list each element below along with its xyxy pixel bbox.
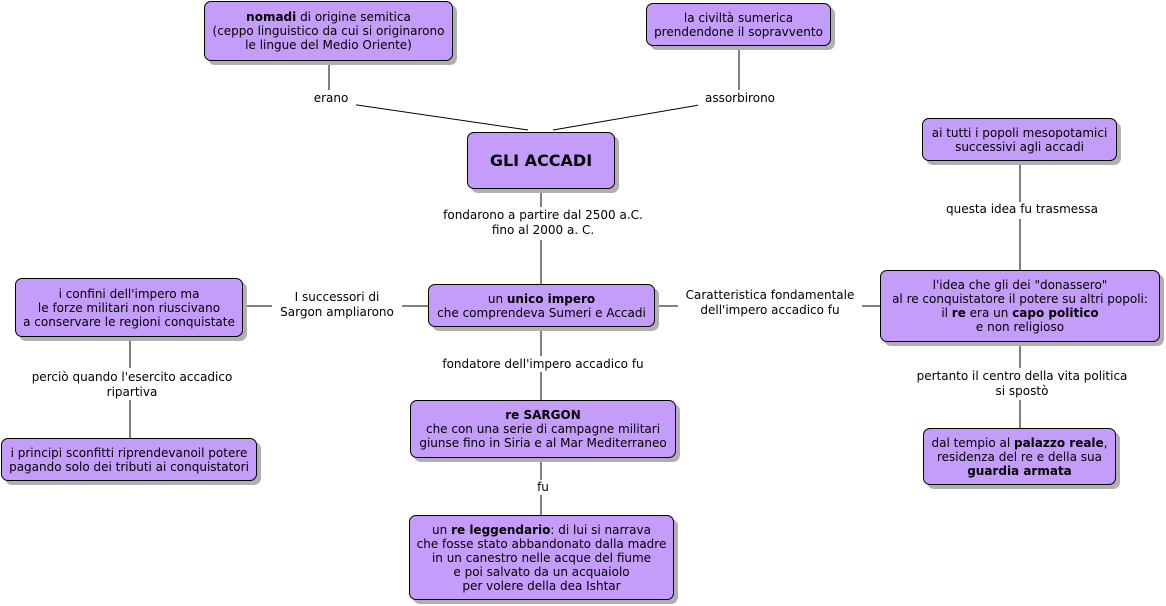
link-label-successori: I successori di Sargon ampliarono [272,290,402,320]
node-popoli[interactable]: ai tutti i popoli mesopotamici successiv… [922,118,1117,161]
node-palazzo[interactable]: dal tempio al palazzo reale, residenza d… [923,428,1116,485]
link-label-caratteristica: Caratteristica fondamentale dell'impero … [678,288,862,318]
link-label-percio: perciò quando l'esercito accadico ripart… [24,370,240,400]
link-label-assorbirono: assorbirono [698,91,782,106]
edge-assorbirono-accadi [552,103,706,131]
node-principi[interactable]: i principi sconfitti riprendevanoil pote… [1,438,257,481]
node-re-sargon[interactable]: re SARGON che con una serie di campagne … [410,400,676,458]
node-unico-impero[interactable]: un unico impero che comprendeva Sumeri e… [428,284,655,327]
node-nomadi[interactable]: nomadi di origine semitica (ceppo lingui… [204,1,453,61]
link-label-trasmessa: questa idea fu trasmessa [937,202,1107,217]
link-label-fondarono: fondarono a partire dal 2500 a.C. fino a… [434,208,652,238]
node-confini[interactable]: i confini dell'impero ma le forze milita… [15,278,243,337]
link-label-fu: fu [529,480,557,495]
node-gli-accadi[interactable]: GLI ACCADI [467,132,615,189]
link-label-fondatore: fondatore dell'impero accadico fu [434,357,652,372]
node-sumerica[interactable]: la civiltà sumerica prendendone il sopra… [646,3,831,46]
node-re-leggendario[interactable]: un re leggendario: di lui si narrava che… [409,515,674,600]
accadi-title: GLI ACCADI [489,150,593,170]
edge-erano-accadi [349,103,529,131]
link-label-erano: erano [306,91,356,106]
nomadi-bold: nomadi [246,10,297,24]
node-idea[interactable]: l'idea che gli dei "donassero" al re con… [880,270,1160,342]
link-label-pertanto: pertanto il centro della vita politica s… [906,369,1138,399]
